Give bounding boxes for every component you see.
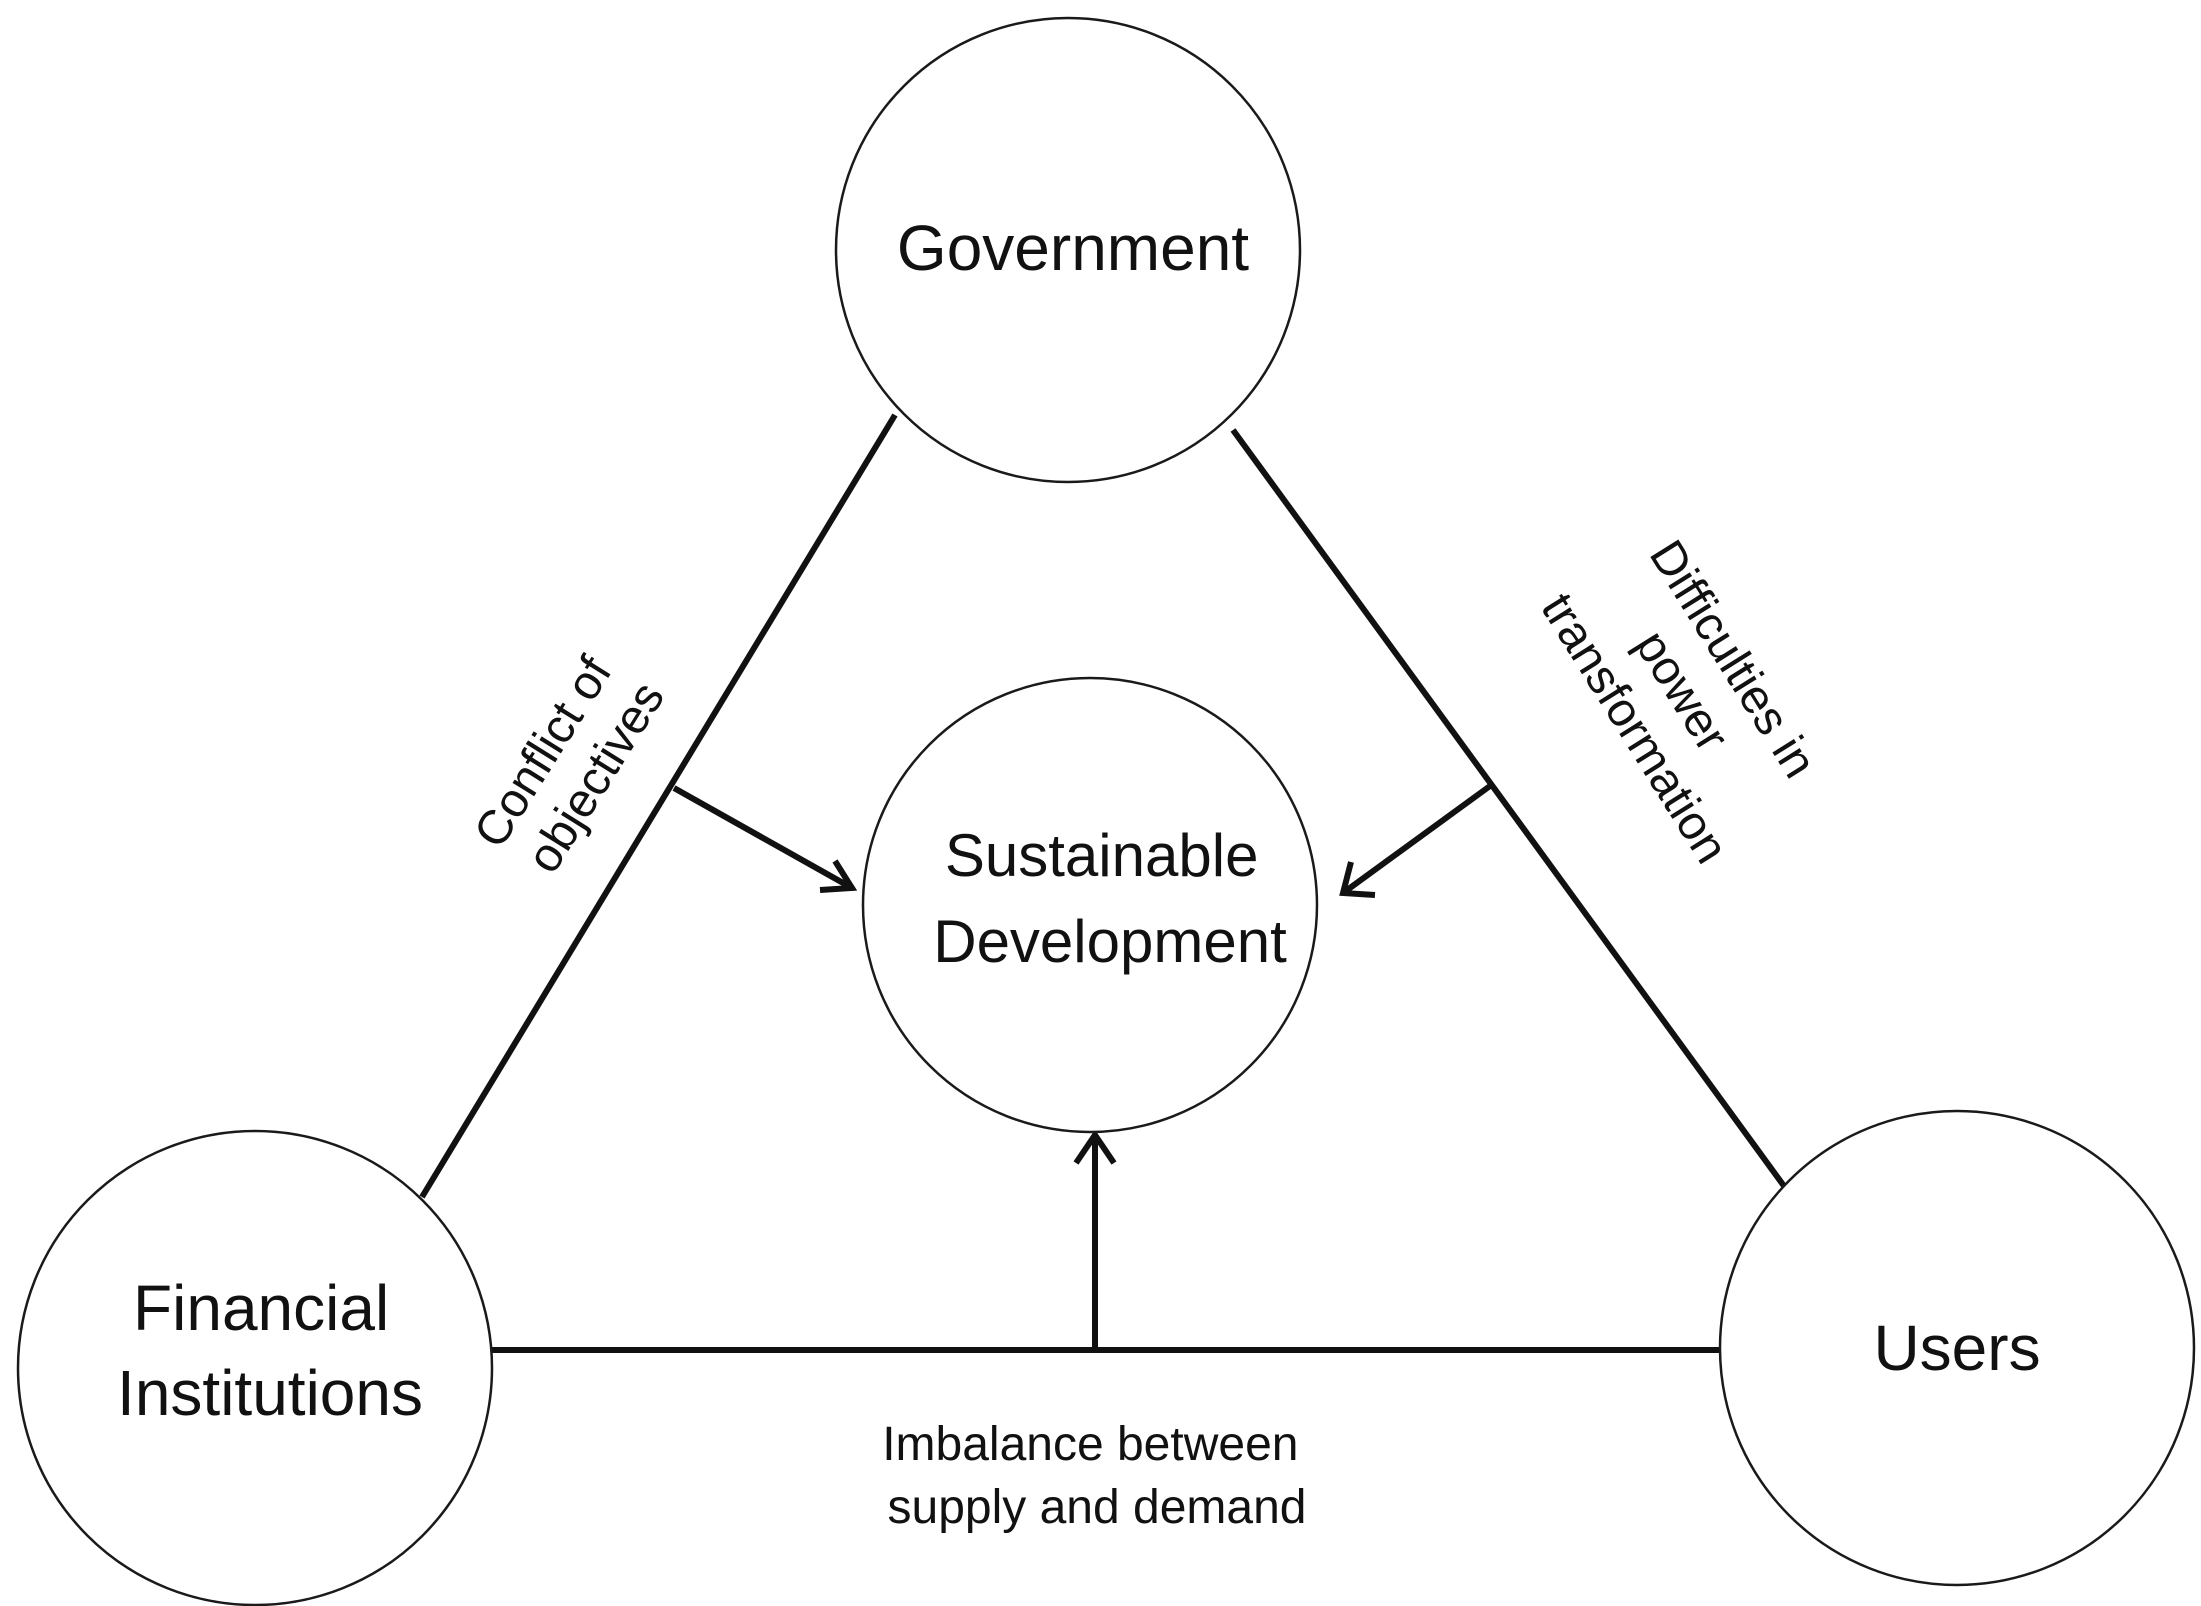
imbalance-supply-demand-label: Imbalance between supply and demand: [882, 1418, 1312, 1534]
edge-government-financial: [419, 413, 898, 1199]
arrow-bottom-to-center: [1073, 1129, 1117, 1350]
government-label: Government: [897, 212, 1249, 284]
sustainable-development-label: Sustainable Development: [933, 822, 1287, 975]
sustainable-development-node: [861, 676, 1319, 1134]
financial-institutions-node: [16, 1129, 494, 1606]
conflict-of-objectives-label: Conflict of objectives: [464, 637, 678, 888]
arrow-right-to-center: [1339, 783, 1492, 898]
difficulties-in-power-transformation-label: Difficulties in power transformation: [1530, 521, 1839, 873]
edge-government-users: [1230, 428, 1795, 1199]
users-node: [1718, 1109, 2196, 1587]
government-node: [834, 16, 1302, 484]
financial-institutions-label: Financial Institutions: [117, 1272, 423, 1429]
arrow-left-to-center: [672, 785, 858, 893]
users-label: Users: [1873, 1312, 2040, 1384]
